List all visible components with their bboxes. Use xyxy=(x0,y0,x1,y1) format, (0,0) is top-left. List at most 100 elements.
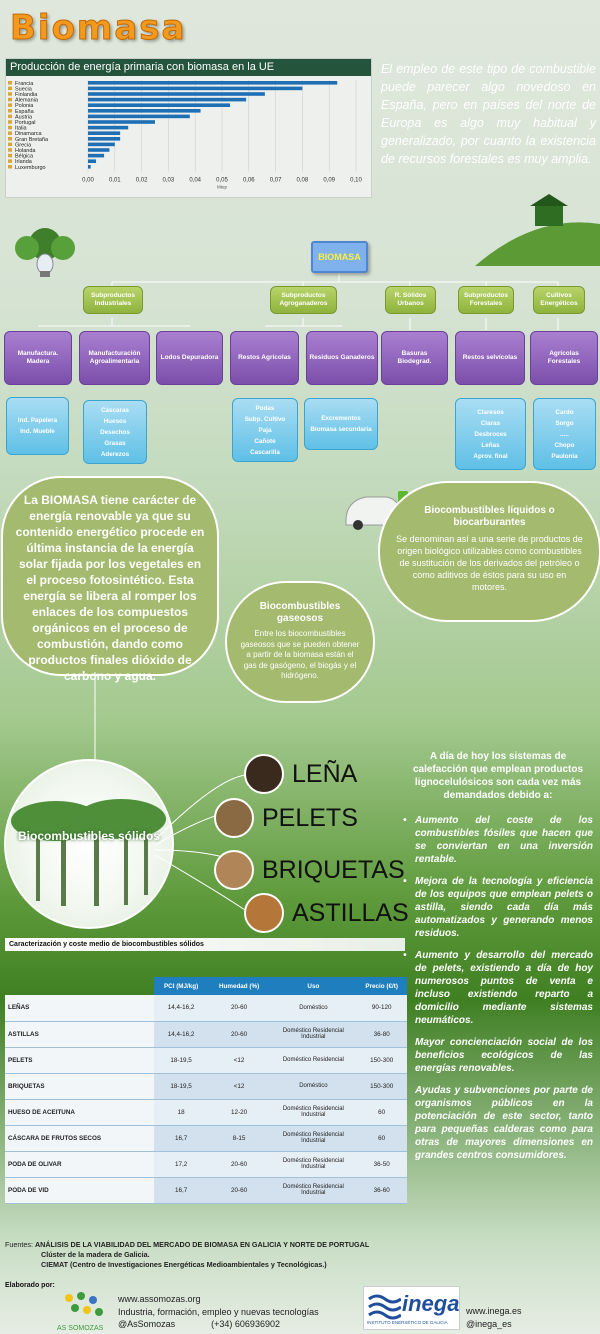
table-header: Uso xyxy=(270,977,357,995)
fuel-pelets: PELETS xyxy=(214,798,358,838)
table-cell: 36-80 xyxy=(356,1021,407,1048)
subcategory-node: Manufactura. Madera xyxy=(4,331,72,385)
x-tick-label: 0,06 xyxy=(243,178,255,184)
reason-item: Mayor concienciación social de los benef… xyxy=(403,1036,593,1075)
x-tick-label: 0,10 xyxy=(350,178,362,184)
inega-logo-subtitle: INSTITUTO ENERXÉTICO DE GALICIA xyxy=(367,1320,448,1325)
chart-bar xyxy=(88,86,303,91)
assomozas-contact: www.assomozas.org Industria, formación, … xyxy=(118,1293,319,1331)
table-cell: 36-60 xyxy=(356,1177,407,1204)
fuel-name: PELETS xyxy=(262,803,358,832)
gas-biofuel-bubble: Biocombustibles gaseosos Entre los bioco… xyxy=(225,581,375,703)
category-label: Alemania xyxy=(15,98,39,104)
table-cell: 150-300 xyxy=(356,1047,407,1074)
gas-text: Entre los biocombustibles gaseosos que s… xyxy=(240,629,360,680)
assomozas-twitter[interactable]: @AsSomozas xyxy=(118,1319,176,1329)
inega-twitter[interactable]: @inega_es xyxy=(466,1318,512,1329)
liquid-text: Se denominan así a una serie de producto… xyxy=(396,534,583,592)
table-cell: <12 xyxy=(207,1073,271,1100)
category-label: España xyxy=(15,109,35,115)
subcategory-node: Basuras Biodegrad. xyxy=(381,331,448,385)
axis-label: Mtep xyxy=(217,185,228,190)
chart-bar xyxy=(88,153,105,158)
table-cell: PELETS xyxy=(5,1047,155,1074)
assomozas-phone: (+34) 606936902 xyxy=(211,1319,280,1329)
liquid-title: Biocombustibles líquidos o biocarburante… xyxy=(424,505,555,528)
inega-web[interactable]: www.inega.es xyxy=(466,1306,522,1316)
chart-bar xyxy=(88,81,338,85)
assomozas-web[interactable]: www.assomozas.org xyxy=(118,1294,201,1304)
sources-label: Fuentes: xyxy=(5,1240,33,1249)
reason-item: Aumento y desarrollo del mercado de pele… xyxy=(403,949,593,1027)
chart-title: Producción de energía primaria con bioma… xyxy=(6,59,371,76)
table-cell: 17,2 xyxy=(154,1151,208,1178)
category-label: Italia xyxy=(15,126,28,132)
biomass-definition-bubble: La BIOMASA tiene carácter de energía ren… xyxy=(1,476,219,683)
flag-icon xyxy=(8,137,12,141)
assomozas-tagline: Industria, formación, empleo y nuevas te… xyxy=(118,1306,319,1317)
gas-title: Biocombustibles gaseosos xyxy=(259,601,341,624)
table-cell: 60 xyxy=(356,1125,407,1152)
category-node: Subproductos Industriales xyxy=(83,286,143,314)
flag-icon xyxy=(8,142,12,147)
green-house-hill-icon xyxy=(475,194,600,266)
x-tick-label: 0,03 xyxy=(163,178,175,184)
table-header: Precio (€/t) xyxy=(356,977,407,995)
category-label: Suecia xyxy=(15,86,33,92)
flag-icon xyxy=(8,109,12,113)
x-tick-label: 0,09 xyxy=(323,178,335,184)
flag-icon xyxy=(8,114,12,119)
category-label: Finlandia xyxy=(15,92,38,98)
reason-item: Ayudas y subvenciones por parte de organ… xyxy=(403,1084,593,1162)
table-cell: 36-50 xyxy=(356,1151,407,1178)
forest-icon xyxy=(11,799,166,906)
category-label: Grecia xyxy=(15,142,32,148)
table-cell: 20-60 xyxy=(207,1177,271,1204)
category-node: R. Sólidos Urbanos xyxy=(385,286,436,314)
table-cell: 18-19,5 xyxy=(154,1073,208,1100)
table-cell: 14,4-16,2 xyxy=(154,995,208,1022)
inega-waves-icon xyxy=(368,1294,401,1320)
tree-root: BIOMASA xyxy=(311,241,368,273)
leaf-node: Ind. Papelera Ind. Mueble xyxy=(6,397,69,455)
subcategory-node: Residuos Ganaderos xyxy=(306,331,378,385)
reason-item: Aumento del coste de los combustibles fó… xyxy=(403,814,593,866)
table-header xyxy=(5,977,154,995)
category-label: Austria xyxy=(15,114,33,120)
leaf-node: Cáscaras Huesos Desechos Grasas Aderezos xyxy=(83,400,147,464)
x-tick-label: 0,07 xyxy=(270,178,282,184)
chart-bar xyxy=(88,137,121,141)
category-label: Bélgica xyxy=(15,154,34,160)
table-cell: 20-60 xyxy=(207,1151,271,1178)
fuel-connectors xyxy=(155,774,246,911)
flag-icon xyxy=(8,86,12,91)
category-label: Holanda xyxy=(15,148,36,154)
table-caption: Caracterización y coste medio de biocomb… xyxy=(5,938,405,951)
x-tick-label: 0,02 xyxy=(136,178,148,184)
table-cell: 14,4-16,2 xyxy=(154,1021,208,1048)
table-cell: Doméstico Residencial Industrial xyxy=(270,1099,357,1126)
table-cell: 60 xyxy=(356,1099,407,1126)
x-tick-label: 0,01 xyxy=(109,178,121,184)
reason-item: Mejora de la tecnología y eficiencia de … xyxy=(403,875,593,940)
category-label: Luxemburgo xyxy=(15,165,46,171)
table-cell: Doméstico Residencial xyxy=(270,1047,357,1074)
leaf-node: Cardo Sorgo ..... Chopo Paulonia xyxy=(533,398,596,470)
table-cell: Doméstico xyxy=(270,1073,357,1100)
flag-icon xyxy=(8,153,12,158)
chart-bar xyxy=(88,92,265,96)
category-node: Subproductos Forestales xyxy=(458,286,514,314)
table-cell: <12 xyxy=(207,1047,271,1074)
flag-icon xyxy=(8,148,12,152)
tree-bulb-icon xyxy=(15,228,75,277)
x-tick-label: 0,08 xyxy=(297,178,309,184)
chart-bar xyxy=(88,131,121,135)
assomozas-logo-text: AS SOMOZAS xyxy=(57,1325,104,1332)
tree-connectors xyxy=(38,273,559,330)
chart-bar xyxy=(88,103,231,107)
intro-text: El empleo de este tipo de combustible pu… xyxy=(381,62,596,166)
